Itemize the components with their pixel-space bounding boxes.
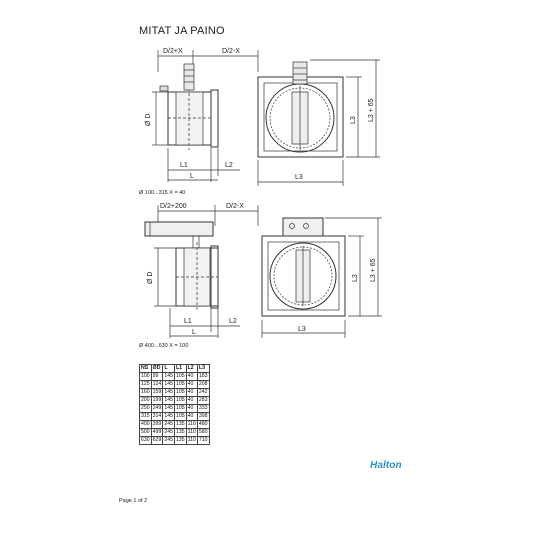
dim-d2-plus-200: D/2+200: [160, 203, 187, 210]
side-view-2: [144, 205, 259, 338]
dim-l3-plus-65: L3 + 65: [368, 98, 375, 122]
table-cell: 145: [162, 388, 175, 397]
table-cell: 145: [162, 380, 175, 389]
table-cell: 124: [150, 380, 164, 389]
table-cell: 40: [185, 412, 198, 421]
page-footer: Page 1 of 2: [119, 498, 148, 504]
note-size-range-2: Ø 400...630 X = 100: [139, 343, 188, 349]
table-cell: 499: [150, 428, 164, 437]
table-cell: 480: [196, 420, 210, 429]
dim-l2: L2: [225, 162, 233, 169]
table-cell: 250: [139, 404, 152, 413]
dim-l3-horizontal-2: L3: [298, 326, 306, 333]
header-l1: L1: [173, 364, 187, 373]
table-cell: 580: [196, 428, 210, 437]
table-cell: 398: [196, 412, 210, 421]
table-cell: 40: [185, 380, 198, 389]
dim-diameter-2: Ø D: [147, 272, 154, 284]
front-view-1: [257, 59, 380, 186]
table-cell: 245: [162, 420, 175, 429]
header-ns: NS: [139, 364, 152, 373]
dim-l1: L1: [180, 162, 188, 169]
table-cell: 40: [185, 404, 198, 413]
dim-l-2: L: [192, 329, 196, 336]
table-cell: 105: [173, 412, 187, 421]
table-cell: 145: [162, 404, 175, 413]
dim-d2-minus-x: D/2-X: [222, 48, 240, 55]
front-view-2: [261, 217, 382, 338]
table-cell: 110: [185, 436, 198, 445]
table-cell: 399: [150, 420, 164, 429]
table-cell: 40: [185, 372, 198, 381]
table-cell: 125: [139, 380, 152, 389]
header-l: L: [162, 364, 175, 373]
table-cell: 315: [139, 412, 152, 421]
table-cell: 105: [173, 372, 187, 381]
table-cell: 105: [173, 404, 187, 413]
table-cell: 110: [185, 428, 198, 437]
table-cell: 99: [150, 372, 164, 381]
table-cell: 160: [139, 388, 152, 397]
dim-l3-vertical: L3: [350, 116, 357, 124]
table-cell: 105: [173, 396, 187, 405]
table-cell: 629: [150, 436, 164, 445]
table-cell: 245: [162, 428, 175, 437]
table-cell: 159: [150, 388, 164, 397]
table-cell: 400: [139, 420, 152, 429]
table-cell: 135: [173, 428, 187, 437]
header-od: ØD: [150, 364, 164, 373]
table-cell: 208: [196, 380, 210, 389]
table-cell: 145: [162, 412, 175, 421]
table-cell: 283: [196, 396, 210, 405]
dim-d2-minus-x-2: D/2-X: [226, 203, 244, 210]
dim-d2-plus-x: D/2+X: [163, 48, 183, 55]
dim-l3-plus-65-2: L3 + 65: [370, 258, 377, 282]
table-cell: 40: [185, 396, 198, 405]
table-cell: 110: [185, 420, 198, 429]
table-header-row: NS ØD L L1 L2 L3: [139, 364, 210, 373]
table-cell: 105: [173, 388, 187, 397]
table-cell: 40: [185, 388, 198, 397]
table-cell: 145: [162, 396, 175, 405]
side-view-1: [152, 50, 259, 182]
table-cell: 249: [150, 404, 164, 413]
halton-logo: Halton: [370, 460, 402, 471]
dim-l3-vertical-2: L3: [352, 274, 359, 282]
table-cell: 710: [196, 436, 210, 445]
table-cell: 199: [150, 396, 164, 405]
header-l2: L2: [185, 364, 198, 373]
dim-l1-2: L1: [184, 318, 192, 325]
table-cell: 200: [139, 396, 152, 405]
header-l3: L3: [196, 364, 210, 373]
table-cell: 183: [196, 372, 210, 381]
dim-l: L: [190, 173, 194, 180]
table-cell: 314: [150, 412, 164, 421]
table-cell: 333: [196, 404, 210, 413]
table-cell: 630: [139, 436, 152, 445]
dim-l2-2: L2: [229, 318, 237, 325]
table-cell: 105: [173, 380, 187, 389]
table-cell: 500: [139, 428, 152, 437]
table-cell: 242: [196, 388, 210, 397]
table-cell: 135: [173, 436, 187, 445]
table-cell: 145: [162, 372, 175, 381]
note-size-range-1: Ø 100...315 X = 40: [139, 190, 185, 196]
dim-l3-horizontal: L3: [295, 174, 303, 181]
table-cell: 245: [162, 436, 175, 445]
page-title: MITAT JA PAINO: [139, 25, 225, 37]
dim-diameter: Ø D: [145, 114, 152, 126]
table-cell: 100: [139, 372, 152, 381]
table-cell: 135: [173, 420, 187, 429]
